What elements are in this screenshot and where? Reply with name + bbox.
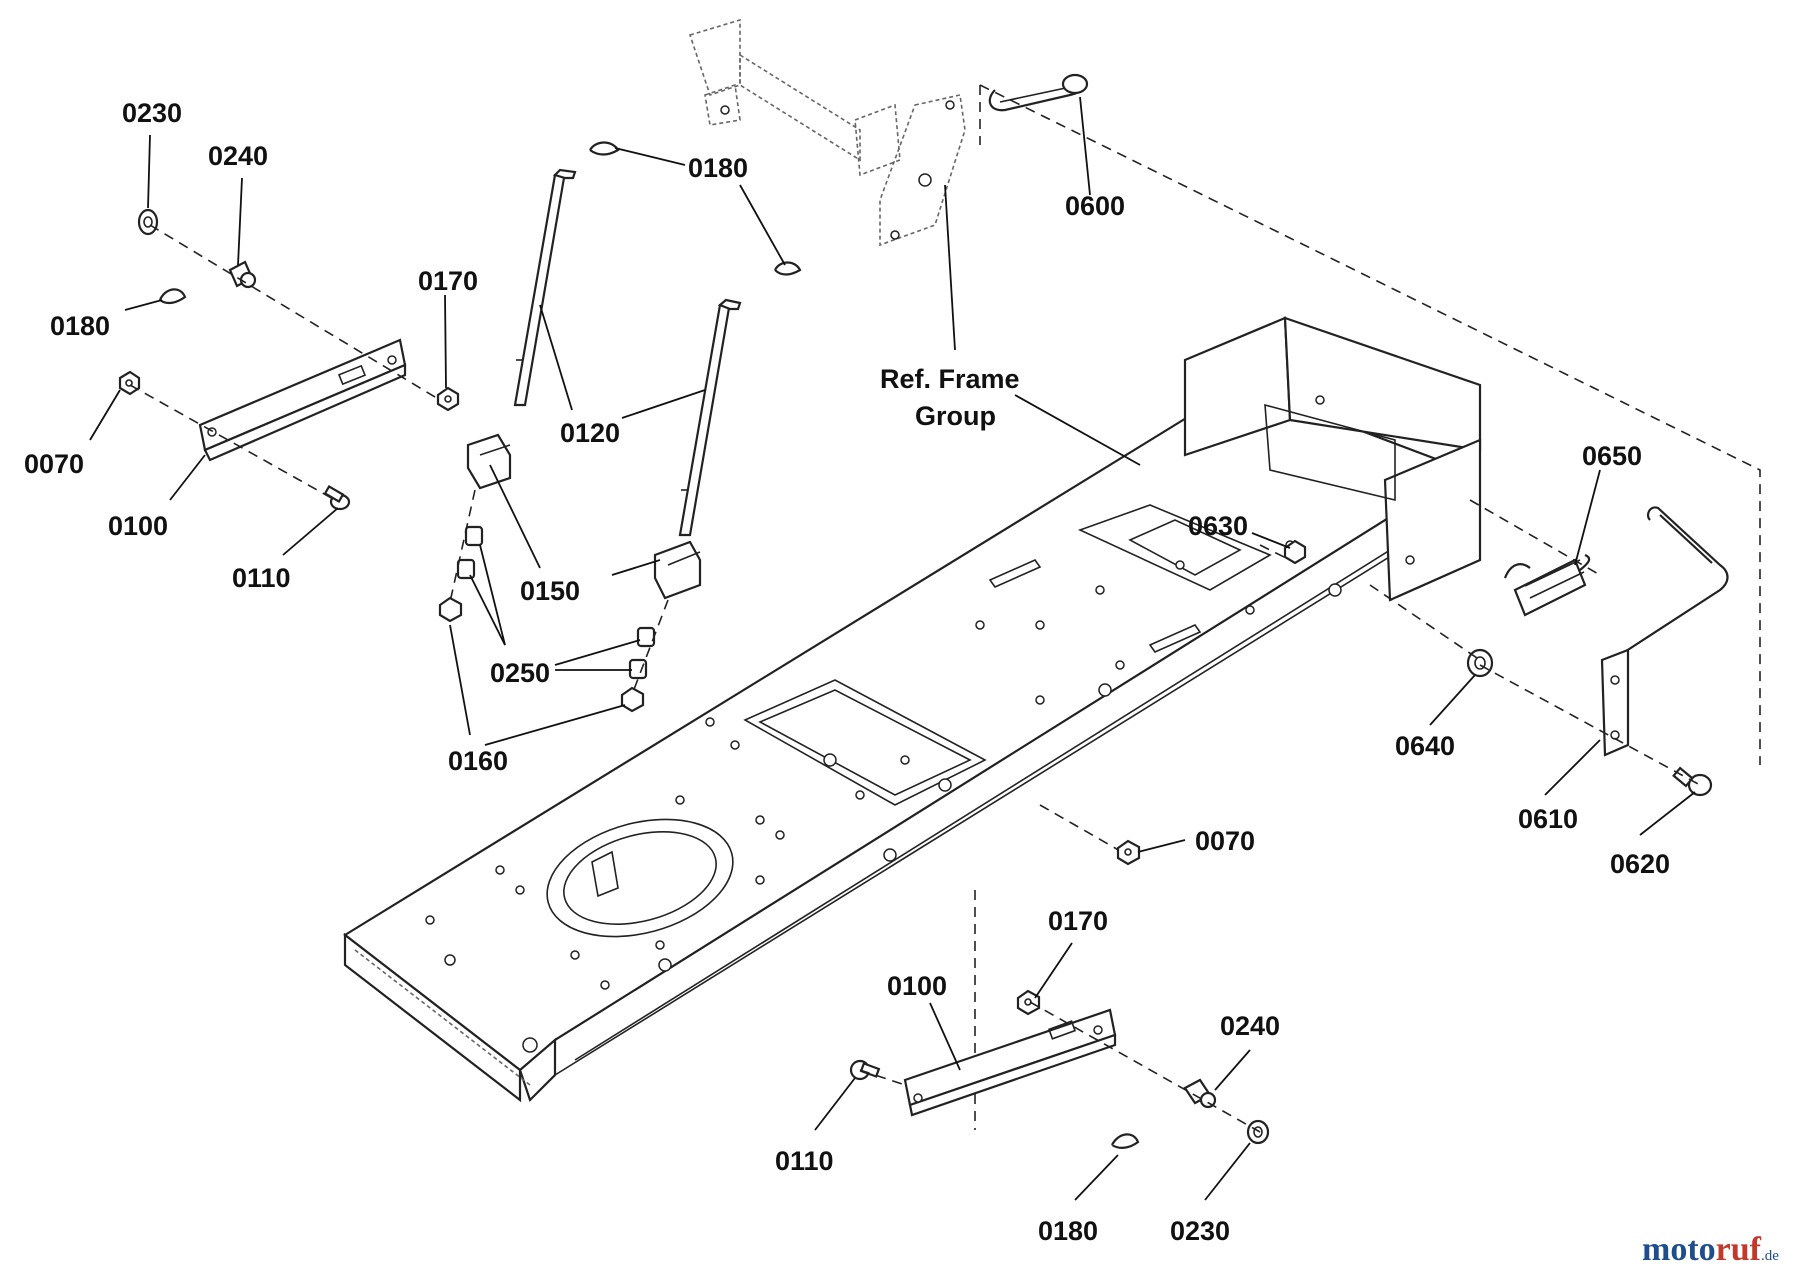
callout-0170-lower: 0170	[1048, 906, 1108, 936]
ref-frame-label-line1: Ref. Frame	[880, 364, 1020, 394]
nut-0630	[1283, 539, 1307, 565]
main-frame	[343, 316, 1482, 1103]
part-0610-lever	[1600, 506, 1729, 757]
clip-0180-top	[589, 141, 802, 276]
watermark-part1: moto	[1642, 1231, 1716, 1268]
pin-0240-lower	[1183, 1078, 1217, 1109]
callout-0150: 0150	[520, 576, 580, 606]
callout-0240-lower: 0240	[1220, 1011, 1280, 1041]
callout-0180-top: 0180	[688, 153, 748, 183]
nut-0170-upper	[436, 386, 460, 412]
callout-0240-upper: 0240	[208, 141, 268, 171]
callout-0640: 0640	[1395, 731, 1455, 761]
callout-0100-lower: 0100	[887, 971, 947, 1001]
watermark-suffix: .de	[1761, 1248, 1779, 1264]
washer-0230-upper	[137, 208, 159, 236]
callout-0230-upper: 0230	[122, 98, 182, 128]
callout-0120: 0120	[560, 418, 620, 448]
callout-0180-left: 0180	[50, 311, 110, 341]
nut-0170-lower	[1016, 989, 1041, 1016]
nut-0070-lower	[1116, 839, 1141, 866]
callout-0110-upper: 0110	[232, 563, 291, 593]
clip-0180-lower	[1111, 1133, 1140, 1149]
callout-0110-lower: 0110	[775, 1146, 834, 1176]
part-0100-lower-bracket	[903, 1008, 1117, 1117]
part-0650-spring	[1503, 553, 1591, 617]
pin-0240-upper	[228, 260, 257, 289]
leader-lines	[89, 96, 1696, 1201]
callout-0070-upper: 0070	[24, 449, 84, 479]
callout-0650: 0650	[1582, 441, 1642, 471]
callout-0100-upper: 0100	[108, 511, 168, 541]
callout-0180-lower: 0180	[1038, 1216, 1098, 1246]
callout-0600: 0600	[1065, 191, 1125, 221]
bolt-0110-upper	[323, 485, 351, 511]
watermark-text: motoruf.de	[1642, 1231, 1779, 1268]
watermark-logo: motoruf.de	[1642, 1231, 1779, 1268]
callout-0250: 0250	[490, 658, 550, 688]
watermark-part2: ruf	[1716, 1231, 1762, 1268]
part-0600-rod	[988, 73, 1089, 112]
ref-frame-linkage	[688, 18, 966, 247]
part-0120-rods	[513, 168, 742, 537]
callout-0610: 0610	[1518, 804, 1578, 834]
callout-0620: 0620	[1610, 849, 1670, 879]
callout-0230-lower: 0230	[1170, 1216, 1230, 1246]
part-0100-upper-bracket	[198, 338, 407, 462]
clip-0180-upper-left	[158, 288, 187, 305]
callout-labels: 0230 0240 0180 0170 0070 0100 0110 0180 …	[24, 98, 1670, 1246]
part-0150-blocks	[466, 433, 702, 600]
callout-0170-upper: 0170	[418, 266, 478, 296]
part-0160-nuts	[438, 596, 645, 713]
callout-0160: 0160	[448, 746, 508, 776]
callout-0070-lower: 0070	[1195, 826, 1255, 856]
washer-0230-lower	[1246, 1119, 1270, 1145]
bolt-0110-lower	[849, 1059, 881, 1081]
callout-0630: 0630	[1188, 511, 1248, 541]
nut-0070-upper	[118, 370, 141, 396]
ref-frame-label-line2: Group	[915, 401, 996, 431]
part-0250-spacers	[456, 525, 656, 680]
